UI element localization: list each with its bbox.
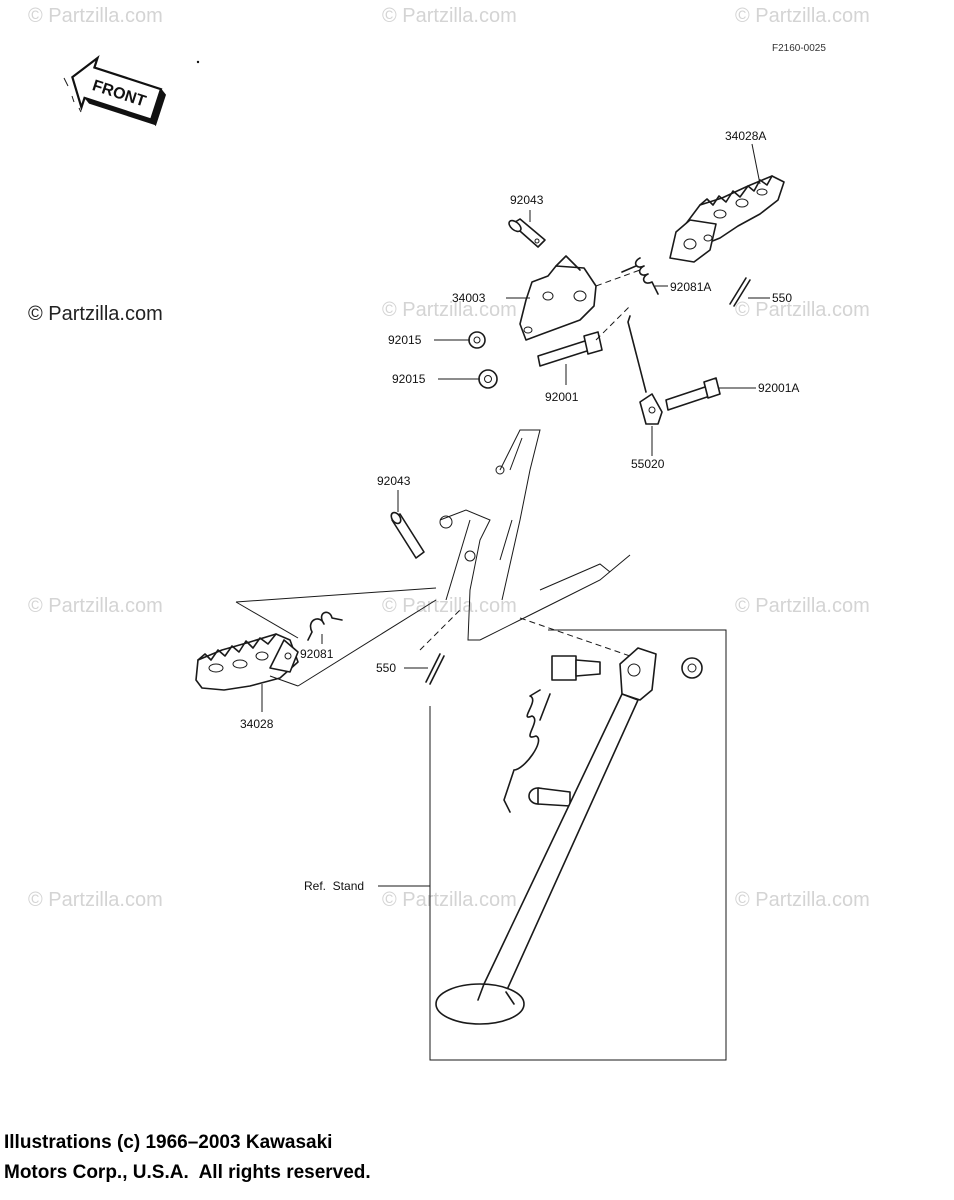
label-ref-stand: Ref. Stand	[304, 879, 364, 893]
label-55020: 55020	[631, 457, 665, 471]
copyright-line-1: Illustrations (c) 1966–2003 Kawasaki	[4, 1132, 333, 1153]
diagram-code: F2160-0025	[772, 43, 826, 54]
stand-spring	[503, 689, 551, 813]
cotter-pin-550-mid	[425, 653, 445, 685]
watermark: © Partzilla.com	[28, 5, 163, 27]
label-92001: 92001	[545, 390, 579, 404]
label-550-mid: 550	[376, 661, 396, 675]
watermark: © Partzilla.com	[735, 5, 870, 27]
frame	[439, 429, 631, 641]
label-92081: 92081	[300, 647, 334, 661]
pin-92043-top	[508, 218, 546, 248]
bolt-92001	[537, 305, 631, 367]
front-arrow-ticks	[63, 60, 200, 113]
watermark: © Partzilla.com	[28, 595, 163, 617]
label-92043-top: 92043	[510, 193, 544, 207]
watermark: © Partzilla.com	[382, 299, 517, 321]
watermark: © Partzilla.com	[735, 595, 870, 617]
footpeg-34028	[195, 633, 299, 691]
label-34003: 34003	[452, 291, 486, 305]
watermark: © Partzilla.com	[382, 595, 517, 617]
watermark: © Partzilla.com	[382, 889, 517, 911]
copyright-line-2: Motors Corp., U.S.A. All rights reserved…	[4, 1162, 371, 1183]
label-550-top: 550	[772, 291, 792, 305]
watermark: © Partzilla.com	[382, 5, 517, 27]
leader-lines	[261, 143, 770, 887]
front-arrow-icon: FRONT	[71, 54, 167, 127]
watermark: © Partzilla.com	[735, 889, 870, 911]
label-92015-a: 92015	[388, 333, 422, 347]
stand-pin	[528, 787, 571, 807]
side-stand	[435, 647, 657, 1025]
nut-92015-b	[478, 369, 498, 389]
label-34028: 34028	[240, 717, 274, 731]
nut-92015-a	[468, 331, 486, 349]
label-92015-b: 92015	[392, 372, 426, 386]
spring-92081	[307, 611, 343, 641]
label-34028a: 34028A	[725, 129, 766, 143]
bracket-34003	[519, 255, 641, 341]
watermark-group: © Partzilla.com © Partzilla.com © Partzi…	[28, 5, 870, 911]
footpeg-34028a	[669, 175, 785, 263]
stand-nut	[681, 657, 703, 679]
spring-92081a	[621, 257, 659, 295]
label-92081a: 92081A	[670, 280, 711, 294]
label-92001a: 92001A	[758, 381, 799, 395]
label-92043-mid: 92043	[377, 474, 411, 488]
stand-box	[429, 629, 727, 1061]
pin-92043-mid	[390, 511, 425, 559]
watermark: © Partzilla.com	[28, 889, 163, 911]
stand-bolt	[551, 655, 601, 681]
part-labels: 34028A 92043 34003 92081A 550 92015 9201…	[240, 129, 799, 893]
rod-55020	[627, 315, 663, 425]
guide-lines	[235, 587, 631, 687]
bolt-92001a	[665, 377, 721, 411]
cotter-pin-550-top	[729, 277, 751, 307]
watermark-prominent: © Partzilla.com	[28, 303, 163, 325]
watermark: © Partzilla.com	[735, 299, 870, 321]
